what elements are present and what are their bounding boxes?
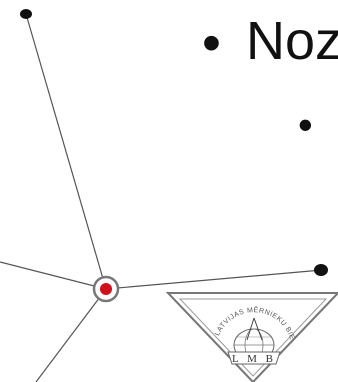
edge-top-left <box>25 13 107 290</box>
edge-left <box>0 261 107 290</box>
edge-right <box>105 269 323 290</box>
node-top-left <box>20 9 32 19</box>
sub-bullet-marker: • <box>298 101 313 148</box>
bullet-marker: • <box>202 13 221 73</box>
slide-title-text: Noz <box>246 11 338 71</box>
logo-initials: L M B <box>232 353 276 365</box>
node-right <box>314 264 328 276</box>
center-node <box>100 283 112 295</box>
edge-bottom-left <box>35 288 107 382</box>
